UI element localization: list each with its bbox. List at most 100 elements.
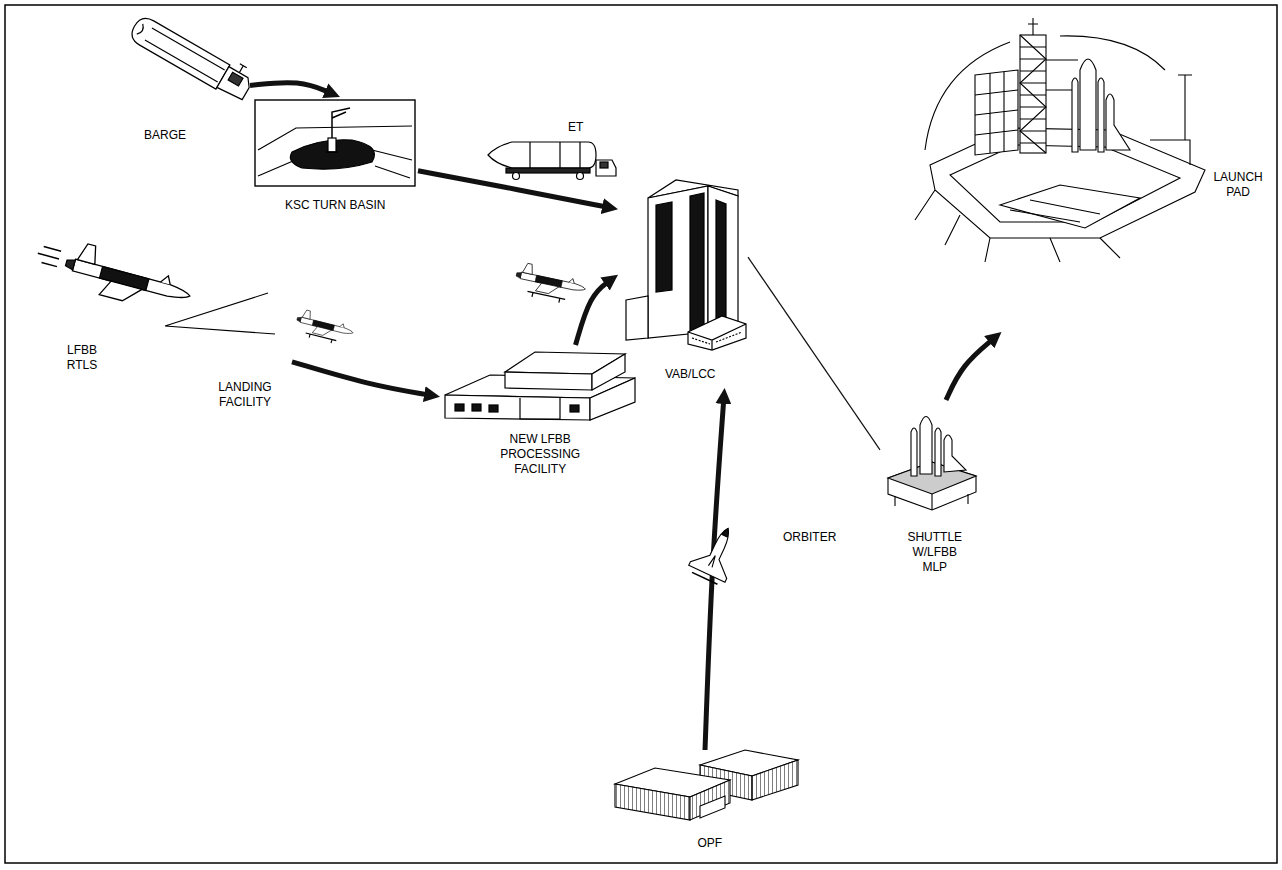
flow-arrow — [250, 83, 331, 93]
runway-drawing — [165, 293, 275, 334]
node-label: OPF — [698, 836, 723, 851]
launch-pad-drawing — [1000, 185, 1140, 228]
lfbb-carried — [305, 333, 336, 344]
et-drawing — [530, 142, 580, 168]
node-label: BARGE — [144, 128, 186, 143]
launch-pad-drawing — [1098, 78, 1104, 152]
flow-arrow — [418, 171, 608, 208]
node-label: KSC TURN BASIN — [285, 198, 385, 213]
orbiter-drawing — [689, 520, 746, 582]
et-drawing — [506, 168, 590, 173]
launch-pad-node: LAUNCH PAD — [912, 20, 1270, 332]
turn-basin-drawing — [255, 100, 415, 186]
shuttle-mlp-drawing — [920, 417, 932, 475]
connector-line — [748, 257, 880, 450]
node-label: LAUNCH PAD — [1211, 170, 1266, 200]
vab-lcc-drawing — [716, 200, 726, 322]
opf-drawing — [752, 760, 798, 800]
launch-pad-drawing — [1020, 35, 1046, 153]
launch-pad-drawing — [975, 72, 1018, 153]
launch-pad-drawing — [915, 18, 1205, 262]
runway-drawing — [165, 293, 275, 334]
vab-lcc-drawing — [626, 296, 648, 340]
launch-pad-drawing — [1106, 94, 1130, 150]
vab-lcc-drawing — [688, 324, 746, 350]
barge-drawing — [236, 64, 247, 75]
node-label: NEW LFBB PROCESSING FACILITY — [497, 432, 583, 477]
vab-lcc-drawing — [708, 186, 738, 332]
vab-lcc-node: VAB/LCC — [618, 170, 748, 388]
processing-facility-drawing — [445, 395, 590, 420]
lfbb-rtls-node: LFBB RTLS — [55, 250, 155, 385]
vab-lcc-drawing — [656, 202, 672, 292]
barge-drawing — [228, 72, 243, 86]
barge-drawing — [145, 28, 225, 82]
lfbb-carried — [527, 291, 566, 303]
opf-drawing — [615, 784, 690, 820]
vab-lcc-drawing — [692, 332, 742, 344]
node-label: LFBB RTLS — [64, 343, 100, 373]
turn-basin-drawing — [372, 150, 412, 178]
turn-basin-drawing — [328, 138, 336, 152]
turn-basin-drawing — [255, 100, 415, 186]
launch-pad-drawing — [915, 190, 1120, 262]
node-label: SHUTTLE W/LFBB MLP — [906, 530, 964, 575]
lfbb-carried — [295, 308, 356, 342]
vab-lcc-drawing — [688, 316, 746, 350]
et-drawing — [488, 142, 616, 180]
vab-lcc-drawing — [648, 186, 708, 338]
et-drawing — [513, 173, 520, 180]
frame-border — [5, 5, 1277, 863]
shuttle-mlp-drawing — [944, 435, 966, 472]
barge-drawing — [128, 14, 230, 89]
launch-pad-drawing — [975, 70, 1018, 155]
processing-facility-drawing — [445, 352, 635, 420]
barge-drawing — [137, 24, 146, 36]
launch-pad-drawing — [1150, 75, 1192, 165]
shuttle-mlp-drawing — [911, 428, 917, 476]
flow-arrow — [946, 338, 994, 400]
vab-lcc-drawing — [690, 193, 704, 332]
node-label: VAB/LCC — [665, 367, 715, 382]
lfbb-carried — [513, 262, 588, 308]
processing-facility-drawing — [592, 354, 625, 390]
launch-pad-drawing — [1080, 59, 1096, 150]
opf-node: OPF — [610, 750, 800, 858]
launch-pad-drawing — [1010, 200, 1100, 222]
opf-drawing — [700, 796, 725, 818]
opf-drawing — [615, 750, 798, 820]
launch-pad-drawing — [1072, 78, 1078, 152]
landing-facility-node: LANDING FACILITY — [160, 285, 292, 413]
vab-lcc-drawing — [626, 180, 746, 350]
orbiter-drawing — [708, 555, 717, 568]
processing-facility-drawing — [489, 405, 498, 412]
orbiter-drawing — [722, 527, 731, 537]
processing-facility-drawing — [520, 398, 560, 419]
opf-drawing — [690, 780, 730, 820]
processing-facility-drawing — [570, 405, 579, 412]
et-drawing — [596, 160, 616, 176]
turn-basin-drawing — [326, 108, 350, 152]
lfbb-carried — [514, 262, 588, 301]
shuttle-mlp-drawing — [935, 428, 941, 476]
lfbb-rtls-drawing — [61, 240, 197, 318]
barge-drawing — [217, 67, 253, 102]
processing-facility-node: NEW LFBB PROCESSING FACILITY — [440, 345, 616, 485]
launch-pad-drawing — [1020, 35, 1046, 153]
launch-pad-drawing — [930, 128, 1205, 238]
et-drawing — [577, 173, 584, 180]
launch-pad-drawing — [1028, 18, 1038, 35]
processing-facility-drawing — [505, 372, 592, 390]
shuttle-mlp-node: SHUTTLE W/LFBB MLP — [880, 400, 990, 585]
shuttle-mlp-drawing — [895, 494, 968, 510]
barge-drawing — [128, 9, 258, 103]
orbiter-drawing — [687, 520, 746, 587]
shuttle-mlp-drawing — [888, 417, 976, 511]
lfbb-rtls-drawing — [36, 245, 61, 266]
edge-label: ET — [568, 120, 583, 135]
node-label: LANDING FACILITY — [215, 380, 275, 410]
